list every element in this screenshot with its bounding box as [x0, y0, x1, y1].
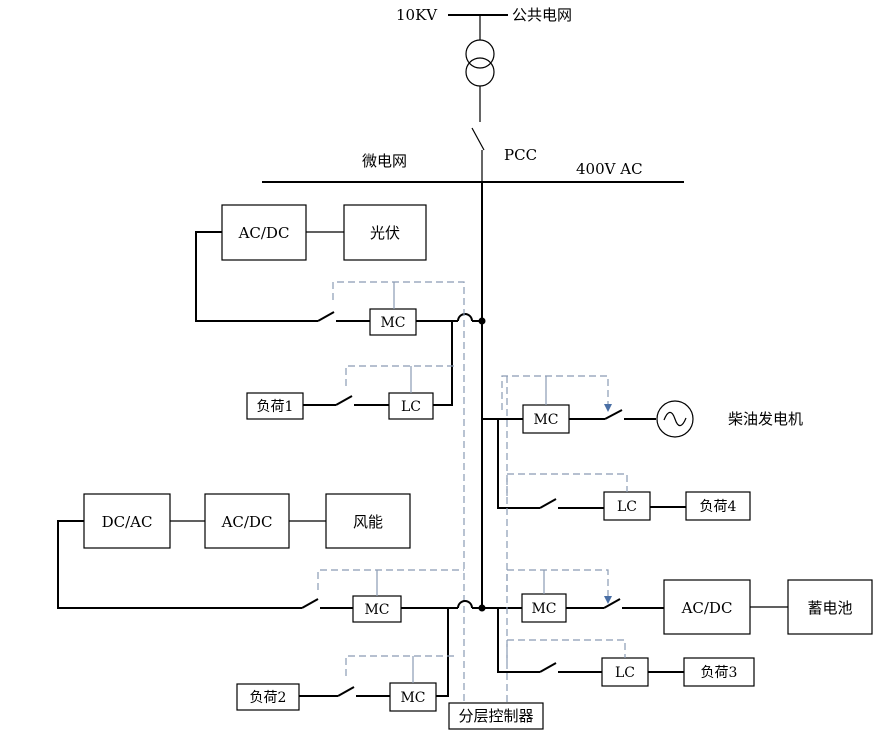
- diesel-mc-label: MC: [533, 412, 558, 428]
- pcc-label: PCC: [504, 146, 537, 164]
- load4-lc-label: LC: [617, 499, 637, 515]
- load4-control-link: [506, 473, 628, 496]
- load1-label: 负荷1: [257, 399, 294, 415]
- battery-mc-label: MC: [531, 601, 556, 617]
- hierarchical-controller: 分层控制器: [448, 702, 544, 730]
- diesel-branch: MC 柴油发电机: [482, 375, 803, 509]
- diesel-switch-control-arrow: [604, 404, 612, 412]
- pv-feeder: [195, 231, 318, 322]
- pv-switch: [317, 311, 335, 322]
- microgrid-label: 微电网: [362, 152, 407, 170]
- hierarchical-controller-label: 分层控制器: [458, 707, 533, 725]
- diesel-generator-label: 柴油发电机: [728, 410, 803, 428]
- grid-connection: 10KV 公共电网 PCC 微电网 400V AC: [262, 6, 684, 183]
- load4-label: 负荷4: [700, 499, 737, 515]
- wind-feeder: [57, 520, 302, 609]
- battery-converter-label: AC/DC: [681, 599, 733, 617]
- load1-branch: 负荷1 LC: [246, 321, 456, 420]
- load1-switch: [335, 395, 353, 406]
- battery-switch: [603, 598, 621, 609]
- wind-label: 风能: [353, 513, 383, 531]
- load4-block: [685, 491, 751, 521]
- pv-mc-label: MC: [380, 315, 405, 331]
- pv-crossover: [457, 313, 473, 322]
- load2-block: [236, 683, 300, 711]
- generator-symbol: [656, 400, 694, 438]
- transformer-coil-lower: [465, 57, 495, 87]
- battery-converter-block: [663, 579, 751, 635]
- battery-switch-control-arrow: [604, 596, 612, 604]
- load3-switch: [539, 662, 557, 673]
- load3-lc-label: LC: [615, 665, 635, 681]
- wind-crossover: [457, 600, 473, 609]
- battery-feeder-trunk: [482, 607, 540, 673]
- load2-branch: 负荷2 MC: [236, 608, 458, 712]
- pcc-switch: [471, 127, 485, 151]
- wind-branch: DC/AC AC/DC 风能 MC: [57, 493, 486, 623]
- load2-switch: [337, 686, 355, 697]
- pv-control-link: [332, 281, 465, 710]
- wind-acdc-label: AC/DC: [221, 513, 273, 531]
- battery-block: [787, 579, 873, 635]
- wind-mc-block: [352, 595, 402, 623]
- pv-label: 光伏: [370, 224, 400, 242]
- load1-control-link: [345, 365, 456, 386]
- public-grid-label: 公共电网: [512, 6, 572, 24]
- load1-lc-block: [388, 392, 434, 420]
- load2-label: 负荷2: [250, 690, 287, 706]
- pv-mc-block: [369, 308, 417, 336]
- wind-control-link: [317, 569, 464, 590]
- load2-feeder-3: [436, 608, 449, 697]
- bus-voltage-label: 400V AC: [576, 160, 643, 178]
- wind-mc-label: MC: [364, 602, 389, 618]
- load1-block: [246, 392, 304, 420]
- load3-branch: LC 负荷3: [506, 639, 755, 687]
- load1-lc-label: LC: [401, 399, 421, 415]
- diesel-switch: [604, 409, 623, 420]
- wind-dcac-label: DC/AC: [102, 513, 153, 531]
- battery-label: 蓄电池: [807, 599, 852, 617]
- load3-label: 负荷3: [701, 665, 738, 681]
- sine-wave-icon: [663, 411, 687, 427]
- load2-control-link: [345, 655, 458, 676]
- diesel-feeder-trunk: [482, 418, 540, 509]
- battery-branch: MC AC/DC 蓄电池: [482, 569, 873, 673]
- pv-branch: AC/DC 光伏 MC: [195, 204, 486, 710]
- pv-junction: [478, 317, 486, 325]
- pv-converter-block: [221, 204, 307, 261]
- load2-mc-label: MC: [400, 690, 425, 706]
- load4-switch: [539, 498, 557, 509]
- pv-converter-label: AC/DC: [238, 224, 290, 242]
- wind-dcac-block: [83, 493, 171, 549]
- wind-switch: [301, 598, 319, 609]
- load1-feeder-3: [433, 321, 453, 406]
- load4-branch: LC 负荷4: [506, 473, 751, 521]
- wind-block: [325, 493, 411, 549]
- pv-block: [343, 204, 427, 261]
- hierarchical-controller-block: [448, 702, 544, 730]
- transformer-coil-upper: [465, 39, 495, 69]
- load3-block: [683, 657, 755, 687]
- diesel-control-link: [501, 375, 609, 410]
- grid-voltage-label: 10KV: [396, 6, 438, 24]
